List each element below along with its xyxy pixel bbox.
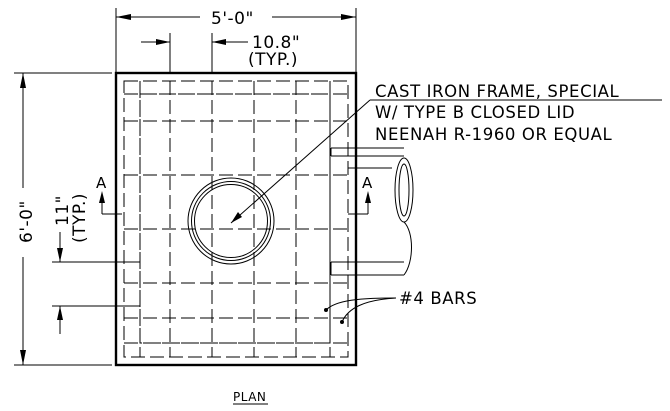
bars-note: #4 BARS [399,289,477,308]
dim-overall-width-text: 5'-0" [211,9,254,29]
pipe-stub [330,147,414,276]
dim-bar-spacing-text: 10.8" [252,33,300,53]
dim-overall-height-text: 6'-0" [17,200,37,243]
frame-note-line-3: NEENAH R-1960 OR EQUAL [375,125,613,144]
frame-leader [230,99,662,224]
section-label-right: A [362,174,373,192]
dim-overall-width [115,8,357,72]
section-label-left: A [96,174,107,192]
section-marker-left [99,191,122,215]
dim-bar-spacing [141,33,248,72]
dim-overall-height [14,72,112,366]
dim-bar-spacing-note: (TYP.) [248,50,298,70]
manhole-frame [187,177,275,265]
dim-side-spacing-note: (TYP.) [70,193,90,243]
section-marker-right [348,191,371,215]
dim-side-spacing [52,232,140,334]
structure-inner-outline [123,80,349,358]
view-title: PLAN [233,390,266,404]
frame-note-line-2: W/ TYPE B CLOSED LID [375,103,575,122]
bars-leader [324,297,397,324]
dim-side-spacing-text: 11" [53,195,73,226]
frame-note-line-1: CAST IRON FRAME, SPECIAL [375,82,620,101]
structure-outline [114,71,358,367]
rebar-grid [124,81,348,357]
